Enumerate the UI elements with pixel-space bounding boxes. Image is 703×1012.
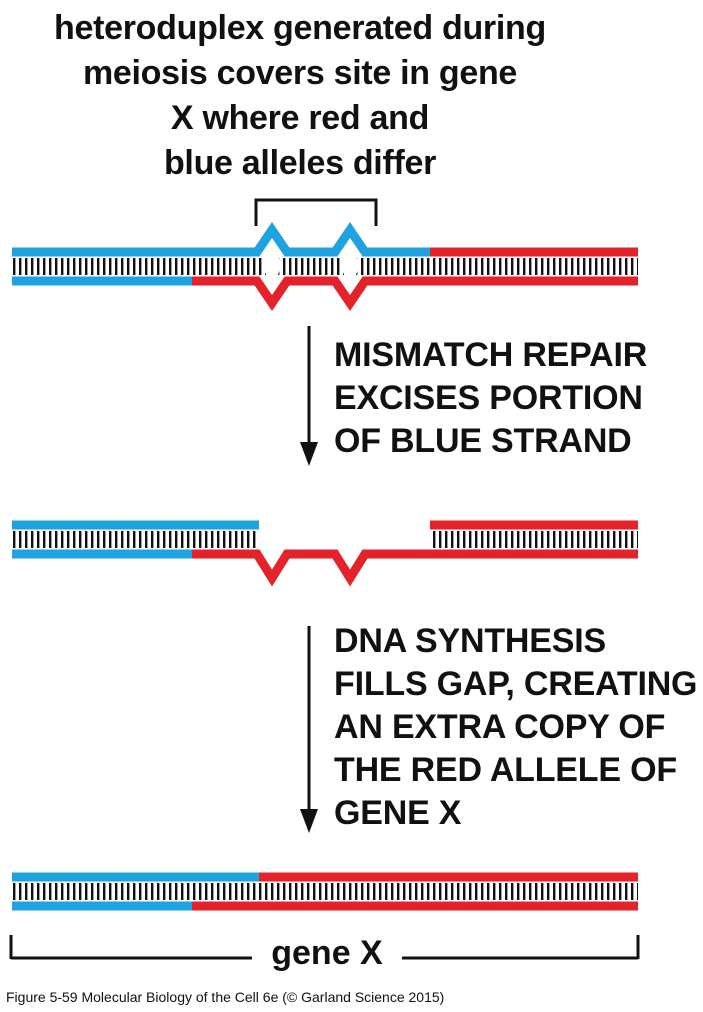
duplex-after-synthesis — [12, 872, 638, 911]
step-line: DNA SYNTHESIS — [334, 622, 606, 660]
step-mismatch-repair: MISMATCH REPAIR EXCISES PORTION OF BLUE … — [334, 334, 647, 463]
figure-heading: heteroduplex generated during meiosis co… — [0, 6, 600, 186]
step-dna-synthesis: DNA SYNTHESIS FILLS GAP, CREATING AN EXT… — [334, 620, 697, 835]
step-line: OF BLUE STRAND — [334, 422, 632, 460]
arrow-down-icon — [300, 626, 318, 833]
top-strand-blue — [12, 222, 432, 257]
base-pair-rungs-right — [432, 531, 638, 548]
arrow-down-icon — [300, 326, 318, 466]
heading-line: X where red and — [170, 99, 430, 137]
duplex-heteroduplex — [12, 198, 638, 311]
figure-caption: Figure 5-59 Molecular Biology of the Cel… — [6, 989, 445, 1005]
heading-line: heteroduplex generated during — [54, 9, 546, 47]
mismatch-bubble-1 — [262, 243, 282, 289]
gene-x-label: gene X — [252, 933, 402, 973]
heteroduplex-bracket — [254, 198, 378, 226]
step-line: EXCISES PORTION — [334, 379, 643, 417]
step-line: GENE X — [334, 794, 462, 832]
bottom-strand-red — [192, 276, 638, 311]
bottom-strand-red — [192, 549, 638, 587]
step-line: FILLS GAP, CREATING — [334, 665, 698, 703]
heading-line: blue alleles differ — [163, 144, 437, 182]
step-line: THE RED ALLELE OF — [334, 751, 677, 789]
mismatch-bubble-2 — [340, 243, 360, 289]
step-line: MISMATCH REPAIR — [334, 336, 648, 374]
heading-line: meiosis covers site in gene — [82, 54, 518, 92]
step-line: AN EXTRA COPY OF — [334, 708, 666, 746]
base-pair-rungs — [12, 883, 638, 900]
base-pair-rungs-left — [12, 531, 258, 548]
duplex-after-excision — [12, 520, 638, 587]
base-pair-rungs — [12, 258, 638, 275]
